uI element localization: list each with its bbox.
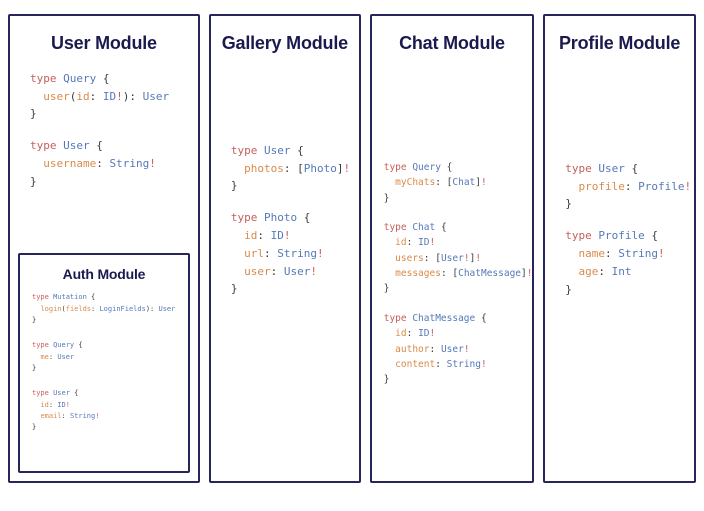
schema-line: myChats: [Chat]! <box>395 177 487 189</box>
schema-line: type Query { <box>32 341 83 350</box>
card-gallery-module[interactable]: Gallery Module type User { photos: [Phot… <box>208 14 361 483</box>
card-auth-module[interactable]: Auth Module type Mutation { login(fields… <box>18 253 190 473</box>
schema-line: id: ID! <box>244 229 291 243</box>
schema-type-block: type User { photos: [Photo]!} <box>231 142 359 195</box>
schema-line: name: String! <box>578 247 665 261</box>
card-title-chat-module: Chat Module <box>399 33 505 53</box>
schema-type-block: type Chat { id: ID! users: [User!]! mess… <box>384 220 533 297</box>
card-title-user-module: User Module <box>51 33 157 53</box>
schema-line: type Profile { <box>565 229 658 243</box>
schema-code-user: type Query { user(id: ID!): User}type Us… <box>10 54 198 191</box>
card-title-auth-module: Auth Module <box>62 266 146 282</box>
schema-line: type Query { <box>383 161 453 173</box>
schema-line: profile: Profile! <box>578 179 692 193</box>
schema-line: } <box>565 197 572 211</box>
schema-code-profile: type User { profile: Profile!}type Profi… <box>545 54 694 299</box>
schema-line: } <box>30 107 37 121</box>
schema-line: url: String! <box>244 246 324 260</box>
schema-line: type Mutation { <box>32 293 96 302</box>
schema-line: } <box>230 282 238 296</box>
schema-line: type ChatMessage { <box>383 312 487 324</box>
schema-line: type Query { <box>30 71 110 85</box>
schema-line: type Chat { <box>383 221 447 233</box>
schema-line: user(id: ID!): User <box>43 89 170 103</box>
schema-type-block: type Query { myChats: [Chat]!} <box>384 160 533 206</box>
schema-line: } <box>230 179 238 193</box>
schema-line: content: String! <box>395 358 487 370</box>
schema-line: id: ID! <box>395 237 436 249</box>
schema-line: me: User <box>40 352 75 361</box>
schema-type-block: type ChatMessage { id: ID! author: User!… <box>384 311 533 388</box>
schema-type-block: type Query { me: User} <box>32 340 188 374</box>
schema-line: id: ID! <box>40 400 70 409</box>
schema-code-gallery: type User { photos: [Photo]!}type Photo … <box>211 54 359 299</box>
schema-line: type User { <box>32 389 79 398</box>
schema-line: users: [User!]! <box>395 252 482 264</box>
card-user-module[interactable]: User Module type Query { user(id: ID!): … <box>8 14 200 483</box>
schema-line: type User { <box>565 161 639 175</box>
schema-line: messages: [ChatMessage]! <box>395 268 533 280</box>
schema-line: } <box>383 374 390 386</box>
schema-line: type User { <box>230 143 304 157</box>
schema-type-block: type Query { user(id: ID!): User} <box>30 70 198 123</box>
schema-line: id: ID! <box>395 328 436 340</box>
schema-line: photos: [Photo]! <box>244 161 351 175</box>
schema-code-chat: type Query { myChats: [Chat]!}type Chat … <box>372 54 533 388</box>
card-title-gallery-module: Gallery Module <box>221 33 348 53</box>
schema-type-block: type Profile { name: String! age: Int} <box>565 227 694 298</box>
card-profile-module[interactable]: Profile Module type User { profile: Prof… <box>543 14 696 483</box>
schema-line: } <box>30 174 37 188</box>
schema-line: } <box>383 283 390 295</box>
schema-line: age: Int <box>578 264 632 278</box>
schema-line: type Photo { <box>230 211 311 225</box>
schema-line: email: String! <box>40 412 100 421</box>
schema-line: username: String! <box>43 157 156 171</box>
schema-type-block: type Mutation { login(fields: LoginField… <box>32 292 188 326</box>
schema-line: type User { <box>30 139 103 153</box>
schema-line: } <box>565 282 572 296</box>
schema-line: user: User! <box>244 264 318 278</box>
schema-line: } <box>32 423 37 432</box>
schema-type-block: type User { profile: Profile!} <box>565 160 694 213</box>
schema-code-auth: type Mutation { login(fields: LoginField… <box>20 282 188 433</box>
card-chat-module[interactable]: Chat Module type Query { myChats: [Chat]… <box>369 14 535 483</box>
schema-line: login(fields: LoginFields): User <box>40 304 176 313</box>
card-title-profile-module: Profile Module <box>559 33 681 53</box>
schema-line: } <box>32 316 37 325</box>
schema-type-block: type User { id: ID! email: String!} <box>32 388 188 433</box>
schema-line: } <box>383 192 390 204</box>
schema-line: } <box>32 364 37 373</box>
schema-type-block: type Photo { id: ID! url: String! user: … <box>231 209 359 298</box>
schema-line: author: User! <box>395 343 470 355</box>
schema-type-block: type User { username: String!} <box>30 137 198 190</box>
